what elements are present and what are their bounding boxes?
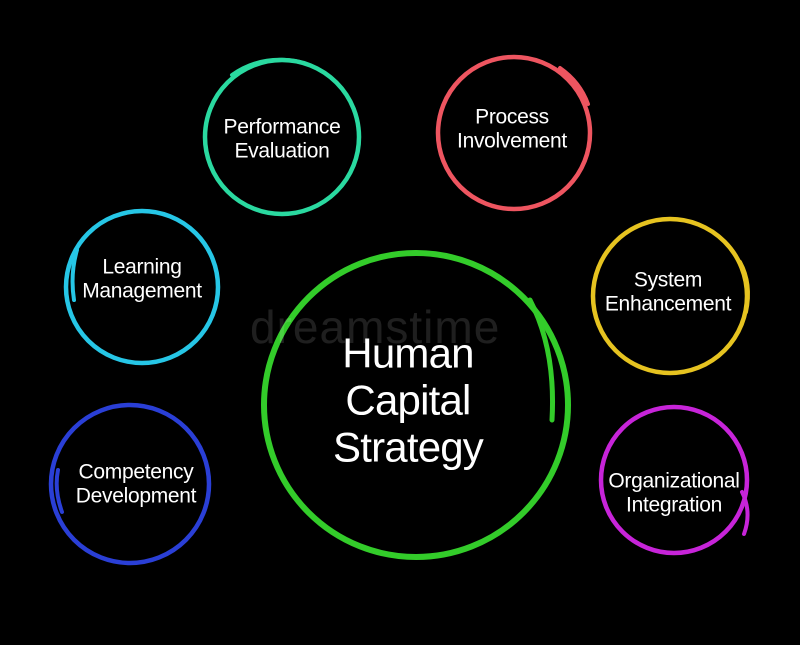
center-line: Strategy [332, 423, 484, 471]
ring-process-involvement [435, 54, 593, 212]
node-line: Development [75, 484, 197, 507]
node-line: Competency [78, 460, 194, 484]
node-line: Learning [102, 255, 182, 279]
ring-performance-evaluation [202, 57, 362, 217]
center-ring [261, 250, 571, 560]
ring-organizational-integration [598, 404, 750, 556]
ring-learning-management [63, 208, 221, 366]
node-label-organizational-integration: Organizational Integration [608, 469, 740, 516]
node-label-performance-evaluation: Performance Evaluation [224, 115, 341, 162]
node-line: Integration [626, 493, 722, 516]
node-label-system-enhancement: System Enhancement [604, 268, 732, 315]
node-line: Management [82, 279, 202, 302]
node-line: Involvement [457, 129, 567, 152]
ring-system-enhancement [590, 216, 750, 376]
node-line: Evaluation [234, 139, 330, 162]
node-label-process-involvement: Process Involvement [457, 105, 567, 152]
node-label-learning-management: Learning Management [82, 255, 202, 302]
node-line: System [633, 268, 703, 292]
center-label: Human Capital Strategy [332, 329, 484, 471]
node-line: Performance [223, 115, 341, 139]
node-line: Process [475, 105, 549, 129]
ring-competency-development [48, 402, 212, 566]
node-line: Enhancement [604, 292, 732, 315]
center-line: Human [342, 329, 474, 377]
center-line: Capital [345, 376, 471, 424]
node-label-competency-development: Competency Development [75, 460, 197, 507]
node-line: Organizational [608, 469, 740, 493]
